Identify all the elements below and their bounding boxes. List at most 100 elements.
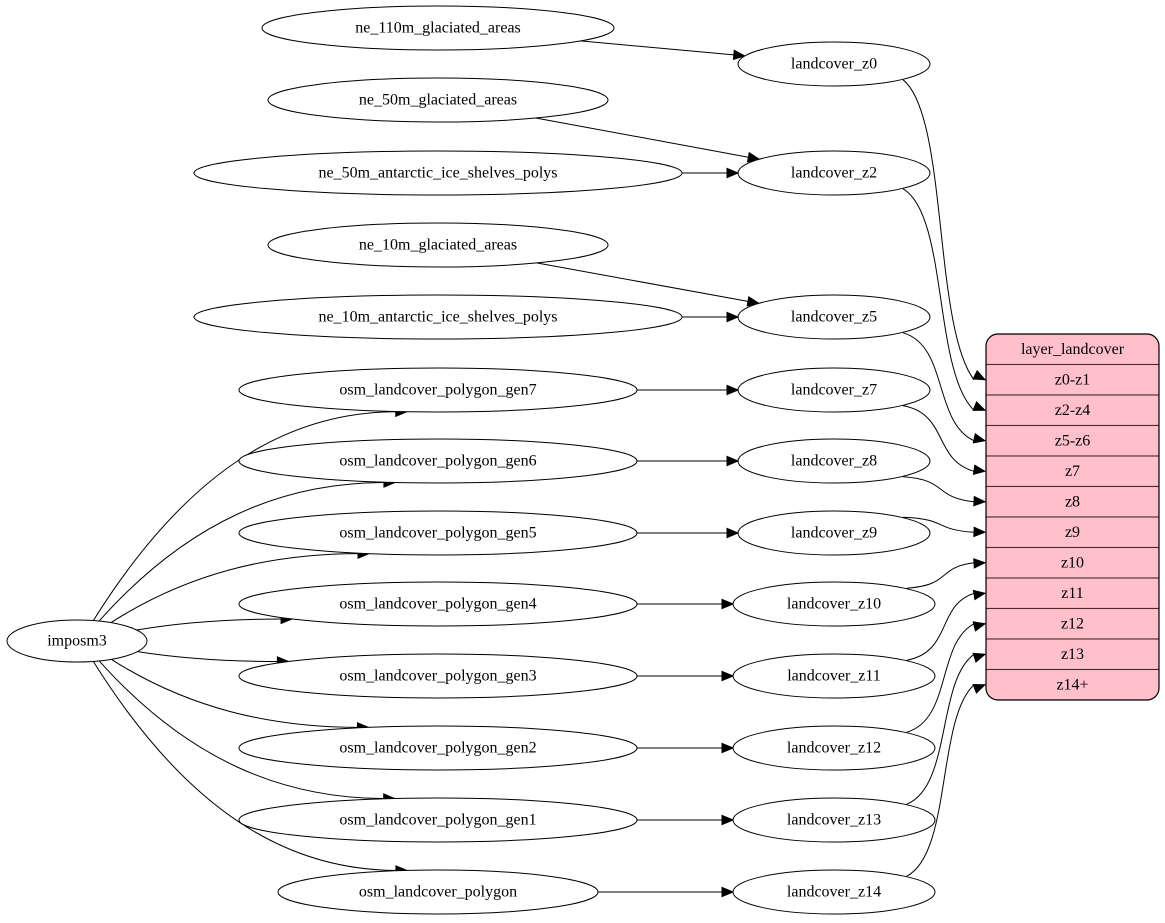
node-shape <box>238 653 638 699</box>
table-row-cell <box>986 455 1159 488</box>
table-header-cell <box>986 334 1159 366</box>
table-row-cell <box>986 394 1159 427</box>
node-ne_50m_antarctic_ice_shelves_polys[interactable]: ne_50m_antarctic_ice_shelves_polys <box>193 150 683 196</box>
table-row-z14+[interactable]: z14+ <box>986 668 1159 701</box>
node-shape <box>737 294 931 340</box>
node-shape <box>732 725 936 771</box>
edge-arrowhead <box>721 742 735 754</box>
edge-line <box>906 684 975 877</box>
node-osm_landcover_polygon_gen7[interactable]: osm_landcover_polygon_gen7 <box>238 367 638 413</box>
table-row-cell <box>986 516 1159 549</box>
edge-line <box>98 660 385 799</box>
node-osm_landcover_polygon_gen1[interactable]: osm_landcover_polygon_gen1 <box>238 797 638 843</box>
edge-arrowhead <box>721 886 735 898</box>
edge-arrowhead <box>726 311 740 323</box>
layer-landcover-table[interactable]: layer_landcoverz0-z1z2-z4z5-z6z7z8z9z10z… <box>985 333 1160 701</box>
edge-arrowhead <box>721 598 735 610</box>
node-ne_110m_glaciated_areas[interactable]: ne_110m_glaciated_areas <box>261 5 615 51</box>
node-shape <box>238 438 638 484</box>
edge-arrowhead <box>972 589 987 601</box>
node-shape <box>732 653 936 699</box>
node-shape <box>737 150 931 196</box>
table-row-z12[interactable]: z12 <box>986 607 1159 640</box>
table-row-cell <box>986 546 1159 579</box>
edge-arrowhead <box>973 495 987 507</box>
edge-arrowhead <box>732 49 747 61</box>
edge-line <box>903 405 975 472</box>
edge-line <box>536 262 749 302</box>
node-landcover_z14[interactable]: landcover_z14 <box>732 869 936 915</box>
node-osm_landcover_polygon_gen2[interactable]: osm_landcover_polygon_gen2 <box>238 725 638 771</box>
node-shape <box>732 581 936 627</box>
node-landcover_z11[interactable]: landcover_z11 <box>732 653 936 699</box>
edge-arrowhead <box>972 652 987 663</box>
edge-line <box>580 40 734 56</box>
edge-arrowhead <box>972 369 987 381</box>
edge-arrowhead <box>973 526 987 538</box>
node-ne_10m_glaciated_areas[interactable]: ne_10m_glaciated_areas <box>267 222 609 268</box>
table-row-cell <box>986 577 1159 610</box>
node-osm_landcover_polygon[interactable]: osm_landcover_polygon <box>277 869 599 915</box>
node-shape <box>737 438 931 484</box>
edge-arrowhead <box>972 621 987 632</box>
node-ne_50m_glaciated_areas[interactable]: ne_50m_glaciated_areas <box>267 77 609 123</box>
edge-line <box>906 592 975 661</box>
table-row-cell <box>986 424 1159 457</box>
node-osm_landcover_polygon_gen3[interactable]: osm_landcover_polygon_gen3 <box>238 653 638 699</box>
table-row-z13[interactable]: z13 <box>986 638 1159 671</box>
edge-line <box>906 562 975 589</box>
edge-line <box>136 618 283 631</box>
node-landcover_z7[interactable]: landcover_z7 <box>737 367 931 413</box>
node-shape <box>267 222 609 268</box>
edge-arrowhead <box>972 683 987 694</box>
edge-line <box>110 658 359 728</box>
table-row-z10[interactable]: z10 <box>986 546 1159 579</box>
edge-arrowhead <box>726 384 740 396</box>
node-imposm3[interactable]: imposm3 <box>6 619 148 663</box>
node-ne_10m_antarctic_ice_shelves_polys[interactable]: ne_10m_antarctic_ice_shelves_polys <box>193 294 683 340</box>
edge-arrowhead <box>726 527 740 539</box>
node-shape <box>732 797 936 843</box>
node-landcover_z9[interactable]: landcover_z9 <box>737 510 931 556</box>
node-shape <box>737 41 931 87</box>
edge-line <box>98 482 385 622</box>
edge-line <box>902 188 975 411</box>
edge-arrowhead <box>972 400 987 411</box>
edge-arrowhead <box>726 167 740 179</box>
table-row-z7[interactable]: z7 <box>986 455 1159 488</box>
edge-line <box>903 516 975 533</box>
table-row-z8[interactable]: z8 <box>986 485 1159 518</box>
table-row-cell <box>986 363 1159 396</box>
table-row-z2-z4[interactable]: z2-z4 <box>986 394 1159 427</box>
table-row-cell <box>986 638 1159 671</box>
node-landcover_z2[interactable]: landcover_z2 <box>737 150 931 196</box>
node-landcover_z0[interactable]: landcover_z0 <box>737 41 931 87</box>
node-landcover_z13[interactable]: landcover_z13 <box>732 797 936 843</box>
table-row-z11[interactable]: z11 <box>986 577 1159 610</box>
table-header: layer_landcover <box>986 334 1159 366</box>
table-row-z5-z6[interactable]: z5-z6 <box>986 424 1159 457</box>
node-shape <box>261 5 615 51</box>
node-shape <box>737 510 931 556</box>
node-osm_landcover_polygon_gen5[interactable]: osm_landcover_polygon_gen5 <box>238 510 638 556</box>
node-osm_landcover_polygon_gen4[interactable]: osm_landcover_polygon_gen4 <box>238 581 638 627</box>
node-shape <box>238 797 638 843</box>
node-osm_landcover_polygon_gen6[interactable]: osm_landcover_polygon_gen6 <box>238 438 638 484</box>
edge-line <box>903 476 975 503</box>
node-landcover_z10[interactable]: landcover_z10 <box>732 581 936 627</box>
node-landcover_z8[interactable]: landcover_z8 <box>737 438 931 484</box>
table-row-z0-z1[interactable]: z0-z1 <box>986 363 1159 396</box>
node-landcover_z12[interactable]: landcover_z12 <box>732 725 936 771</box>
table-outline <box>985 333 1160 701</box>
edge-line <box>535 117 749 158</box>
node-landcover_z5[interactable]: landcover_z5 <box>737 294 931 340</box>
node-shape <box>267 77 609 123</box>
edge-arrowhead <box>721 670 735 682</box>
edge-line <box>906 653 975 805</box>
table-row-cell <box>986 485 1159 518</box>
table-row-z9[interactable]: z9 <box>986 516 1159 549</box>
table-row-cell <box>986 668 1159 700</box>
table-body: layer_landcoverz0-z1z2-z4z5-z6z7z8z9z10z… <box>986 334 1159 700</box>
